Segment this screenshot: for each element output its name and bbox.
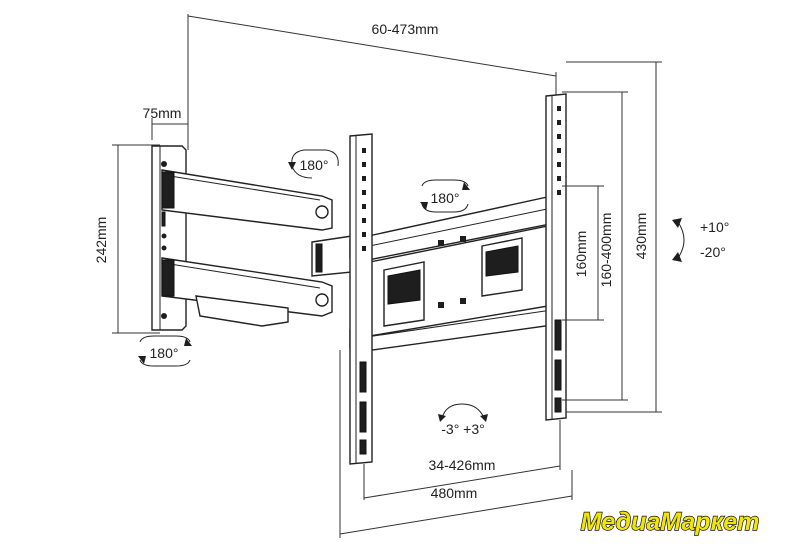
rotation-top-label: 180°: [431, 190, 460, 206]
wall-plate-height-label: 242mm: [93, 217, 109, 264]
dimension-vesa-horizontal-range: 34-426mm: [363, 420, 561, 500]
dimension-wall-plate-width: 75mm: [143, 105, 189, 140]
level-adjust-label: -3° +3°: [441, 421, 485, 437]
rotation-indicator-arm: 180°: [288, 149, 339, 179]
tilt-up-label: +10°: [700, 219, 729, 235]
width-range-label: 60-473mm: [372, 21, 439, 37]
vesa-vertical-range-label: 160-400mm: [598, 213, 614, 288]
tilt-down-label: -20°: [700, 244, 726, 260]
tilt-indicator: +10° -20°: [672, 218, 729, 262]
vesa-horizontal-range-label: 34-426mm: [429, 457, 496, 473]
wall-plate-width-label: 75mm: [143, 105, 182, 121]
brand-name: МедиаМаркет: [581, 508, 760, 536]
left-rail: [349, 133, 373, 465]
dimension-vesa-vertical-min: 160mm: [562, 185, 604, 321]
right-rail: [545, 93, 567, 421]
rotation-arm-label: 180°: [300, 157, 329, 173]
rotation-bottom-label: 180°: [150, 345, 179, 361]
dimension-vesa-vertical-range: 160-400mm: [562, 91, 628, 401]
dimension-total-height: 430mm: [566, 61, 662, 413]
total-height-label: 430mm: [633, 213, 649, 260]
level-adjust-indicator: -3° +3°: [438, 403, 488, 437]
dimension-wall-plate-height: 242mm: [93, 144, 160, 334]
vesa-vertical-min-label: 160mm: [573, 231, 589, 278]
rotation-indicator-bottom: 180°: [138, 335, 192, 367]
total-width-label: 480mm: [431, 485, 478, 501]
rotation-indicator-top: 180°: [420, 179, 470, 213]
arm-assembly: [161, 169, 353, 327]
brand-logo: МедиаМаркет: [580, 507, 760, 536]
dimension-total-width: 480mm: [339, 350, 573, 538]
dimension-width-range: 60-473mm: [187, 14, 557, 150]
tv-bracket: [349, 195, 561, 353]
